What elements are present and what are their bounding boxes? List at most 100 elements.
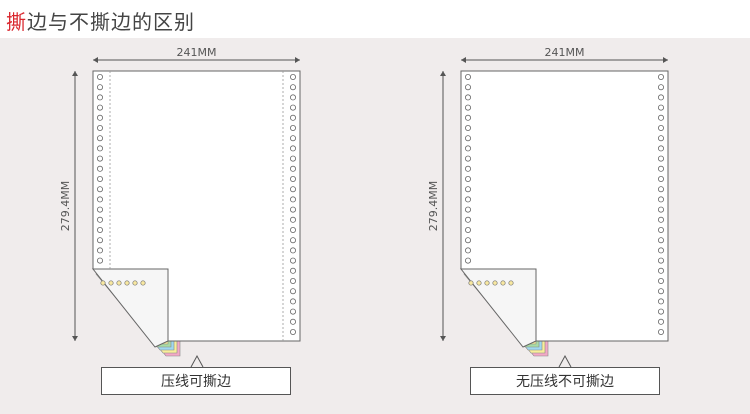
- sprocket-hole-left: [465, 226, 472, 233]
- sprocket-hole-right: [657, 84, 664, 91]
- sprocket-hole-left: [465, 114, 472, 121]
- sprocket-hole-right: [657, 175, 664, 182]
- folded-corner: [91, 268, 169, 348]
- sprocket-hole-right: [657, 216, 664, 223]
- sprocket-hole-corner: [132, 280, 138, 286]
- sprocket-hole-right: [657, 196, 664, 203]
- caption-perforated: 压线可撕边: [101, 367, 291, 395]
- sprocket-hole-right: [657, 328, 664, 335]
- page-title: 撕边与不撕边的区别: [6, 6, 195, 35]
- sprocket-hole-right: [289, 267, 296, 274]
- height-arrow-top: [440, 71, 446, 76]
- sprocket-hole-left: [97, 257, 104, 264]
- folded-corner: [459, 268, 537, 348]
- callout-pointer: [558, 354, 572, 368]
- sprocket-hole-right: [657, 206, 664, 213]
- sprocket-hole-right: [289, 165, 296, 172]
- sprocket-hole-right: [289, 216, 296, 223]
- sprocket-hole-left: [97, 145, 104, 152]
- width-arrow-left: [461, 57, 466, 63]
- sprocket-hole-left: [97, 94, 104, 101]
- height-arrow-bottom: [440, 336, 446, 341]
- sprocket-hole-corner: [508, 280, 514, 286]
- sprocket-hole-right: [289, 125, 296, 132]
- sprocket-hole-right: [657, 94, 664, 101]
- sprocket-hole-left: [465, 94, 472, 101]
- caption-non-perforated: 无压线不可撕边: [470, 367, 660, 395]
- sprocket-hole-left: [465, 206, 472, 213]
- sprocket-hole-corner: [140, 280, 146, 286]
- sprocket-hole-left: [465, 145, 472, 152]
- sprocket-hole-corner: [468, 280, 474, 286]
- sprocket-hole-left: [97, 175, 104, 182]
- height-arrow-bottom: [72, 336, 78, 341]
- sprocket-hole-right: [289, 328, 296, 335]
- panel-non-perforated: 241MM 279.4MM 无压线不可撕边: [423, 38, 723, 414]
- sprocket-hole-corner: [484, 280, 490, 286]
- sprocket-hole-right: [289, 175, 296, 182]
- sprocket-hole-left: [97, 196, 104, 203]
- sprocket-hole-left: [97, 186, 104, 193]
- sprocket-hole-right: [657, 145, 664, 152]
- sprocket-hole-right: [657, 318, 664, 325]
- callout-pointer: [190, 354, 204, 368]
- sprocket-hole-right: [289, 318, 296, 325]
- sprocket-hole-right: [657, 114, 664, 121]
- sprocket-hole-right: [289, 104, 296, 111]
- sprocket-hole-left: [465, 175, 472, 182]
- sprocket-hole-left: [465, 196, 472, 203]
- width-arrow-right: [663, 57, 668, 63]
- sprocket-hole-right: [657, 277, 664, 284]
- sprocket-hole-right: [289, 196, 296, 203]
- sprocket-hole-left: [465, 74, 472, 81]
- sprocket-hole-right: [657, 125, 664, 132]
- height-label: 279.4MM: [427, 181, 440, 231]
- width-arrow-right: [295, 57, 300, 63]
- sprocket-hole-right: [289, 186, 296, 193]
- sprocket-hole-left: [465, 216, 472, 223]
- sprocket-hole-left: [465, 186, 472, 193]
- sprocket-hole-right: [657, 288, 664, 295]
- sprocket-hole-corner: [100, 280, 106, 286]
- sprocket-hole-right: [289, 94, 296, 101]
- sprocket-hole-right: [289, 308, 296, 315]
- sprocket-hole-right: [657, 186, 664, 193]
- sprocket-hole-left: [97, 114, 104, 121]
- sprocket-hole-right: [657, 267, 664, 274]
- sprocket-hole-left: [465, 125, 472, 132]
- sprocket-hole-right: [657, 237, 664, 244]
- sprocket-hole-left: [97, 216, 104, 223]
- sprocket-hole-right: [289, 135, 296, 142]
- sprocket-hole-right: [657, 308, 664, 315]
- height-label: 279.4MM: [59, 181, 72, 231]
- sprocket-hole-right: [289, 206, 296, 213]
- sprocket-hole-left: [97, 74, 104, 81]
- sprocket-hole-corner: [492, 280, 498, 286]
- sprocket-hole-corner: [116, 280, 122, 286]
- sprocket-hole-left: [97, 155, 104, 162]
- sprocket-hole-corner: [124, 280, 130, 286]
- height-arrow-top: [72, 71, 78, 76]
- sprocket-hole-right: [289, 277, 296, 284]
- width-label: 241MM: [545, 46, 585, 59]
- sprocket-hole-corner: [500, 280, 506, 286]
- sprocket-hole-left: [97, 165, 104, 172]
- sprocket-hole-left: [465, 247, 472, 254]
- sprocket-hole-right: [657, 226, 664, 233]
- width-arrow-left: [93, 57, 98, 63]
- sprocket-hole-left: [465, 84, 472, 91]
- sprocket-hole-right: [657, 155, 664, 162]
- sprocket-hole-left: [465, 155, 472, 162]
- sprocket-hole-left: [97, 125, 104, 132]
- form-illustration-non-perforated: 241MM 279.4MM: [427, 46, 669, 368]
- sprocket-hole-right: [657, 104, 664, 111]
- sprocket-hole-right: [657, 74, 664, 81]
- sprocket-hole-right: [289, 145, 296, 152]
- sprocket-hole-right: [289, 257, 296, 264]
- sprocket-hole-right: [289, 288, 296, 295]
- sprocket-hole-right: [289, 237, 296, 244]
- sprocket-hole-right: [289, 114, 296, 121]
